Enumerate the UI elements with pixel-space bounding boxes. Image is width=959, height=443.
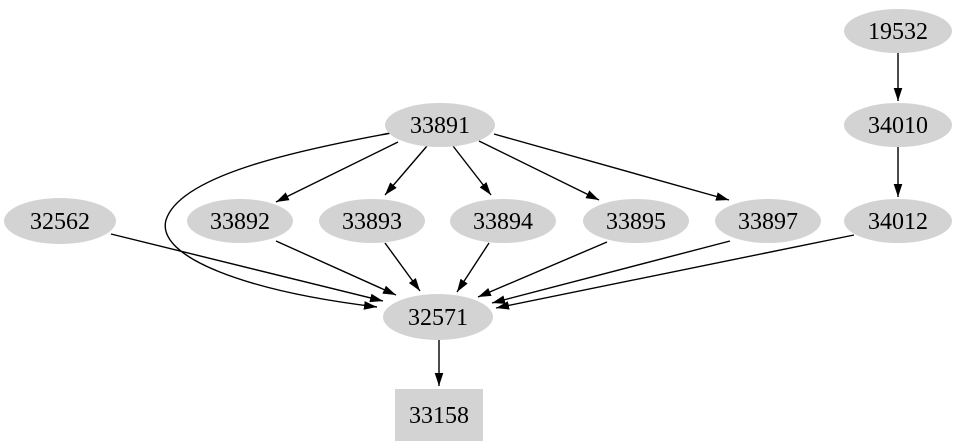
node-label: 33897 (738, 209, 798, 235)
node-label: 33895 (606, 209, 666, 235)
node-label: 32571 (408, 305, 468, 331)
edge-33891-32571 (164, 132, 392, 310)
node-ellipse (844, 199, 952, 243)
node-33897: 33897 (715, 199, 821, 243)
edge-33891-33893 (384, 145, 428, 196)
edge-33891-33894 (452, 145, 492, 196)
node-ellipse (844, 9, 952, 53)
edge-33894-32571 (456, 242, 490, 293)
node-label: 33894 (473, 209, 533, 235)
node-33891: 33891 (385, 103, 495, 147)
node-label: 34012 (868, 209, 928, 235)
node-32562: 32562 (4, 198, 116, 244)
edge-33891-33895 (478, 140, 600, 201)
node-33893: 33893 (319, 199, 425, 243)
node-label: 34010 (868, 113, 928, 139)
edge-33891-33892 (275, 141, 399, 203)
node-ellipse (715, 199, 821, 243)
node-label: 19532 (868, 19, 928, 45)
node-ellipse (385, 103, 495, 147)
node-33895: 33895 (583, 199, 689, 243)
node-ellipse (319, 199, 425, 243)
node-ellipse (4, 198, 116, 244)
node-label: 32562 (30, 209, 90, 235)
edge-34012-32571 (495, 234, 855, 310)
edge-layer (110, 53, 903, 386)
edge-33895-32571 (477, 241, 608, 298)
edge-33892-32571 (275, 240, 397, 296)
node-label: 33891 (410, 113, 470, 139)
node-19532: 19532 (844, 9, 952, 53)
node-box (395, 389, 483, 441)
node-33894: 33894 (450, 199, 556, 243)
node-32571: 32571 (383, 294, 493, 340)
edge-32562-32571 (110, 233, 384, 303)
node-ellipse (383, 294, 493, 340)
node-33158: 33158 (395, 389, 483, 441)
node-ellipse (450, 199, 556, 243)
edge-33897-32571 (491, 240, 731, 304)
node-34012: 34012 (844, 199, 952, 243)
node-label: 33892 (210, 209, 270, 235)
node-label: 33893 (342, 209, 402, 235)
edge-33893-32571 (384, 242, 421, 292)
node-ellipse (583, 199, 689, 243)
node-label: 33158 (409, 403, 469, 429)
node-34010: 34010 (844, 103, 952, 147)
node-ellipse (844, 103, 952, 147)
edge-33891-33897 (493, 133, 730, 201)
node-33892: 33892 (187, 199, 293, 243)
node-ellipse (187, 199, 293, 243)
